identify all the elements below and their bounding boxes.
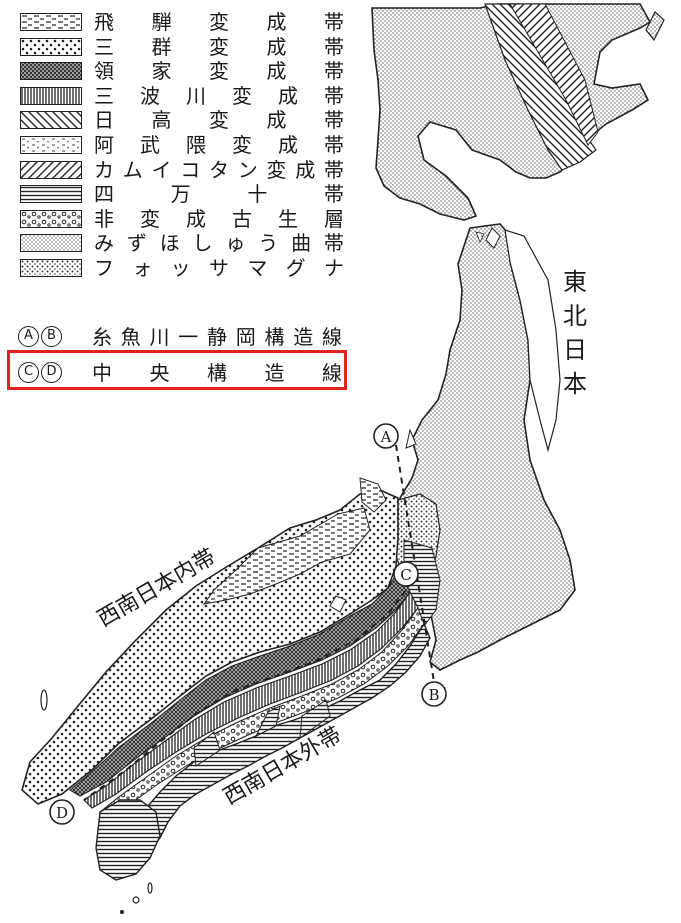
- legend-label: 領家変成帯: [94, 59, 344, 84]
- region-label-northeast: 東北日本: [563, 268, 587, 398]
- legend-label: カムイコタン変成帯: [94, 157, 344, 182]
- legend-swatch: [20, 86, 82, 105]
- legend-label: 非変成古生層: [94, 206, 344, 231]
- median-belt-zones: [69, 566, 425, 819]
- legend-swatch: [20, 13, 82, 31]
- legend-marker: D: [41, 362, 62, 383]
- legend-marker: C: [18, 362, 39, 383]
- legend-row: 飛騨変成帯: [14, 10, 354, 34]
- legend-swatch: [20, 185, 82, 204]
- legend-swatch: [20, 160, 82, 179]
- legend-label: 日高変成帯: [94, 108, 344, 133]
- legend-row: 日高変成帯: [14, 108, 354, 132]
- marker-c: C: [393, 561, 419, 587]
- legend-label: 飛騨変成帯: [94, 10, 344, 34]
- legend-swatch: [20, 259, 82, 277]
- legend-row: 三群変成帯: [14, 35, 354, 59]
- legend-row: 領家変成帯: [14, 59, 354, 83]
- marker-a: A: [373, 423, 399, 449]
- legend-swatch: [20, 37, 82, 56]
- highlight-box: [7, 350, 347, 390]
- legend-label: 阿武隈変成帯: [94, 133, 344, 157]
- marker-b: B: [421, 681, 447, 707]
- legend-row: 三波川変成帯: [14, 84, 354, 108]
- itoigawa-shizuoka-line: [395, 444, 435, 683]
- small-islands: [40, 428, 417, 914]
- svg-text:A: A: [380, 428, 392, 446]
- legend-swatch: [20, 62, 82, 81]
- median-tectonic-line: [83, 581, 413, 801]
- legend-marker: B: [41, 326, 62, 347]
- legend-line-label: 中央構造線: [92, 361, 342, 385]
- legend-row: みずほしゅう曲帯: [14, 231, 354, 255]
- legend-label: 三群変成帯: [94, 34, 344, 59]
- legend-row: 四万十帯: [14, 182, 354, 206]
- legend-swatch: [20, 209, 82, 228]
- legend-row: 非変成古生層: [14, 207, 354, 231]
- legend-label: みずほしゅう曲帯: [94, 231, 344, 256]
- marker-d: D: [49, 799, 75, 825]
- legend-label: 四万十帯: [94, 182, 344, 207]
- legend-row: 阿武隈変成帯: [14, 133, 354, 157]
- legend-swatch: [20, 234, 82, 253]
- legend-row: フォッサマグナ: [14, 256, 354, 280]
- legend-label: 三波川変成帯: [94, 83, 344, 108]
- southwest-outer-zone: [95, 622, 431, 881]
- legend-marker: A: [18, 326, 39, 347]
- svg-text:C: C: [400, 566, 411, 584]
- legend-label: フォッサマグナ: [94, 256, 344, 280]
- legend-line-label: 糸魚川一静岡構造線: [92, 325, 342, 349]
- legend-row: カムイコタン変成帯: [14, 158, 354, 182]
- hokkaido-landmass: [371, 3, 665, 221]
- tohoku-landmass: [397, 223, 576, 671]
- svg-text:B: B: [428, 686, 439, 704]
- southwest-inner-zone: [21, 477, 399, 805]
- legend-swatch: [20, 136, 82, 154]
- svg-text:D: D: [56, 804, 68, 822]
- legend-swatch: [20, 111, 82, 130]
